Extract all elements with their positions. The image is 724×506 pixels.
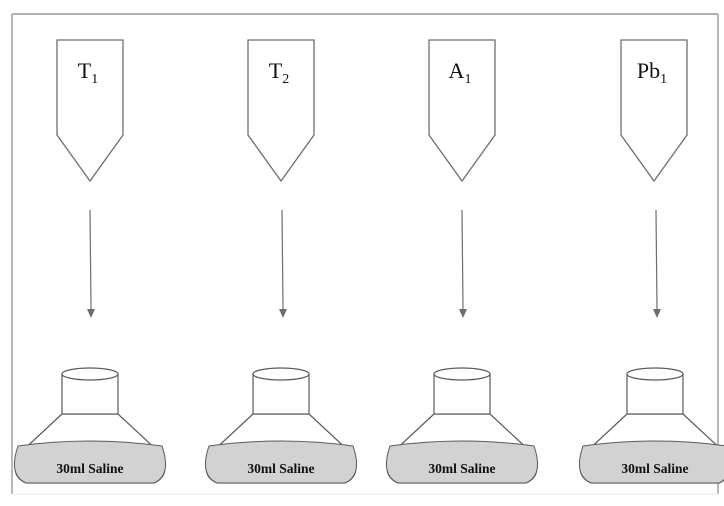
flask-rim [61, 367, 119, 381]
arrow-line [655, 209, 658, 311]
pointer-label: A1 [449, 58, 472, 87]
pointer-label-sub: 1 [464, 72, 471, 87]
flask-liquid [204, 440, 358, 484]
flask-neck [61, 373, 119, 415]
arrowhead [279, 309, 287, 318]
pointer-label: Pb1 [637, 58, 667, 87]
pointer-shape [428, 39, 496, 183]
flask-liquid [385, 440, 539, 484]
column-1: T1 30ml Saline [13, 39, 167, 484]
flask-neck [433, 373, 491, 415]
column-4: Pb1 30ml Saline [578, 39, 724, 484]
flask-label: 30ml Saline [56, 461, 123, 476]
pointer-shape [620, 39, 688, 183]
pointer-label-sub: 1 [660, 72, 667, 87]
column-2: T2 30ml Saline [204, 39, 358, 484]
flask-label: 30ml Saline [621, 461, 688, 476]
flask-liquid [578, 440, 724, 484]
pointer-label-main: T [78, 58, 92, 83]
arrow-line [89, 209, 92, 311]
column-3: A1 30ml Saline [385, 39, 539, 484]
pointer-label: T1 [78, 58, 98, 87]
flask-label: 30ml Saline [247, 461, 314, 476]
pointer-label-sub: 2 [282, 72, 289, 87]
arrow-line [461, 209, 464, 311]
arrowhead [653, 309, 661, 318]
pointer-label-main: T [269, 58, 283, 83]
flask-rim [433, 367, 491, 381]
arrow-line [281, 209, 284, 311]
flask-rim [626, 367, 684, 381]
pointer-label-main: Pb [637, 58, 660, 83]
flask-neck [252, 373, 310, 415]
pointer-shape [247, 39, 315, 183]
flask-rim [252, 367, 310, 381]
flask-liquid [13, 440, 167, 484]
pointer-shape [56, 39, 124, 183]
arrowhead [87, 309, 95, 318]
flask-label: 30ml Saline [428, 461, 495, 476]
pointer-label-sub: 1 [91, 72, 98, 87]
pointer-label-main: A [449, 58, 465, 83]
pointer-label: T2 [269, 58, 289, 87]
arrowhead [459, 309, 467, 318]
